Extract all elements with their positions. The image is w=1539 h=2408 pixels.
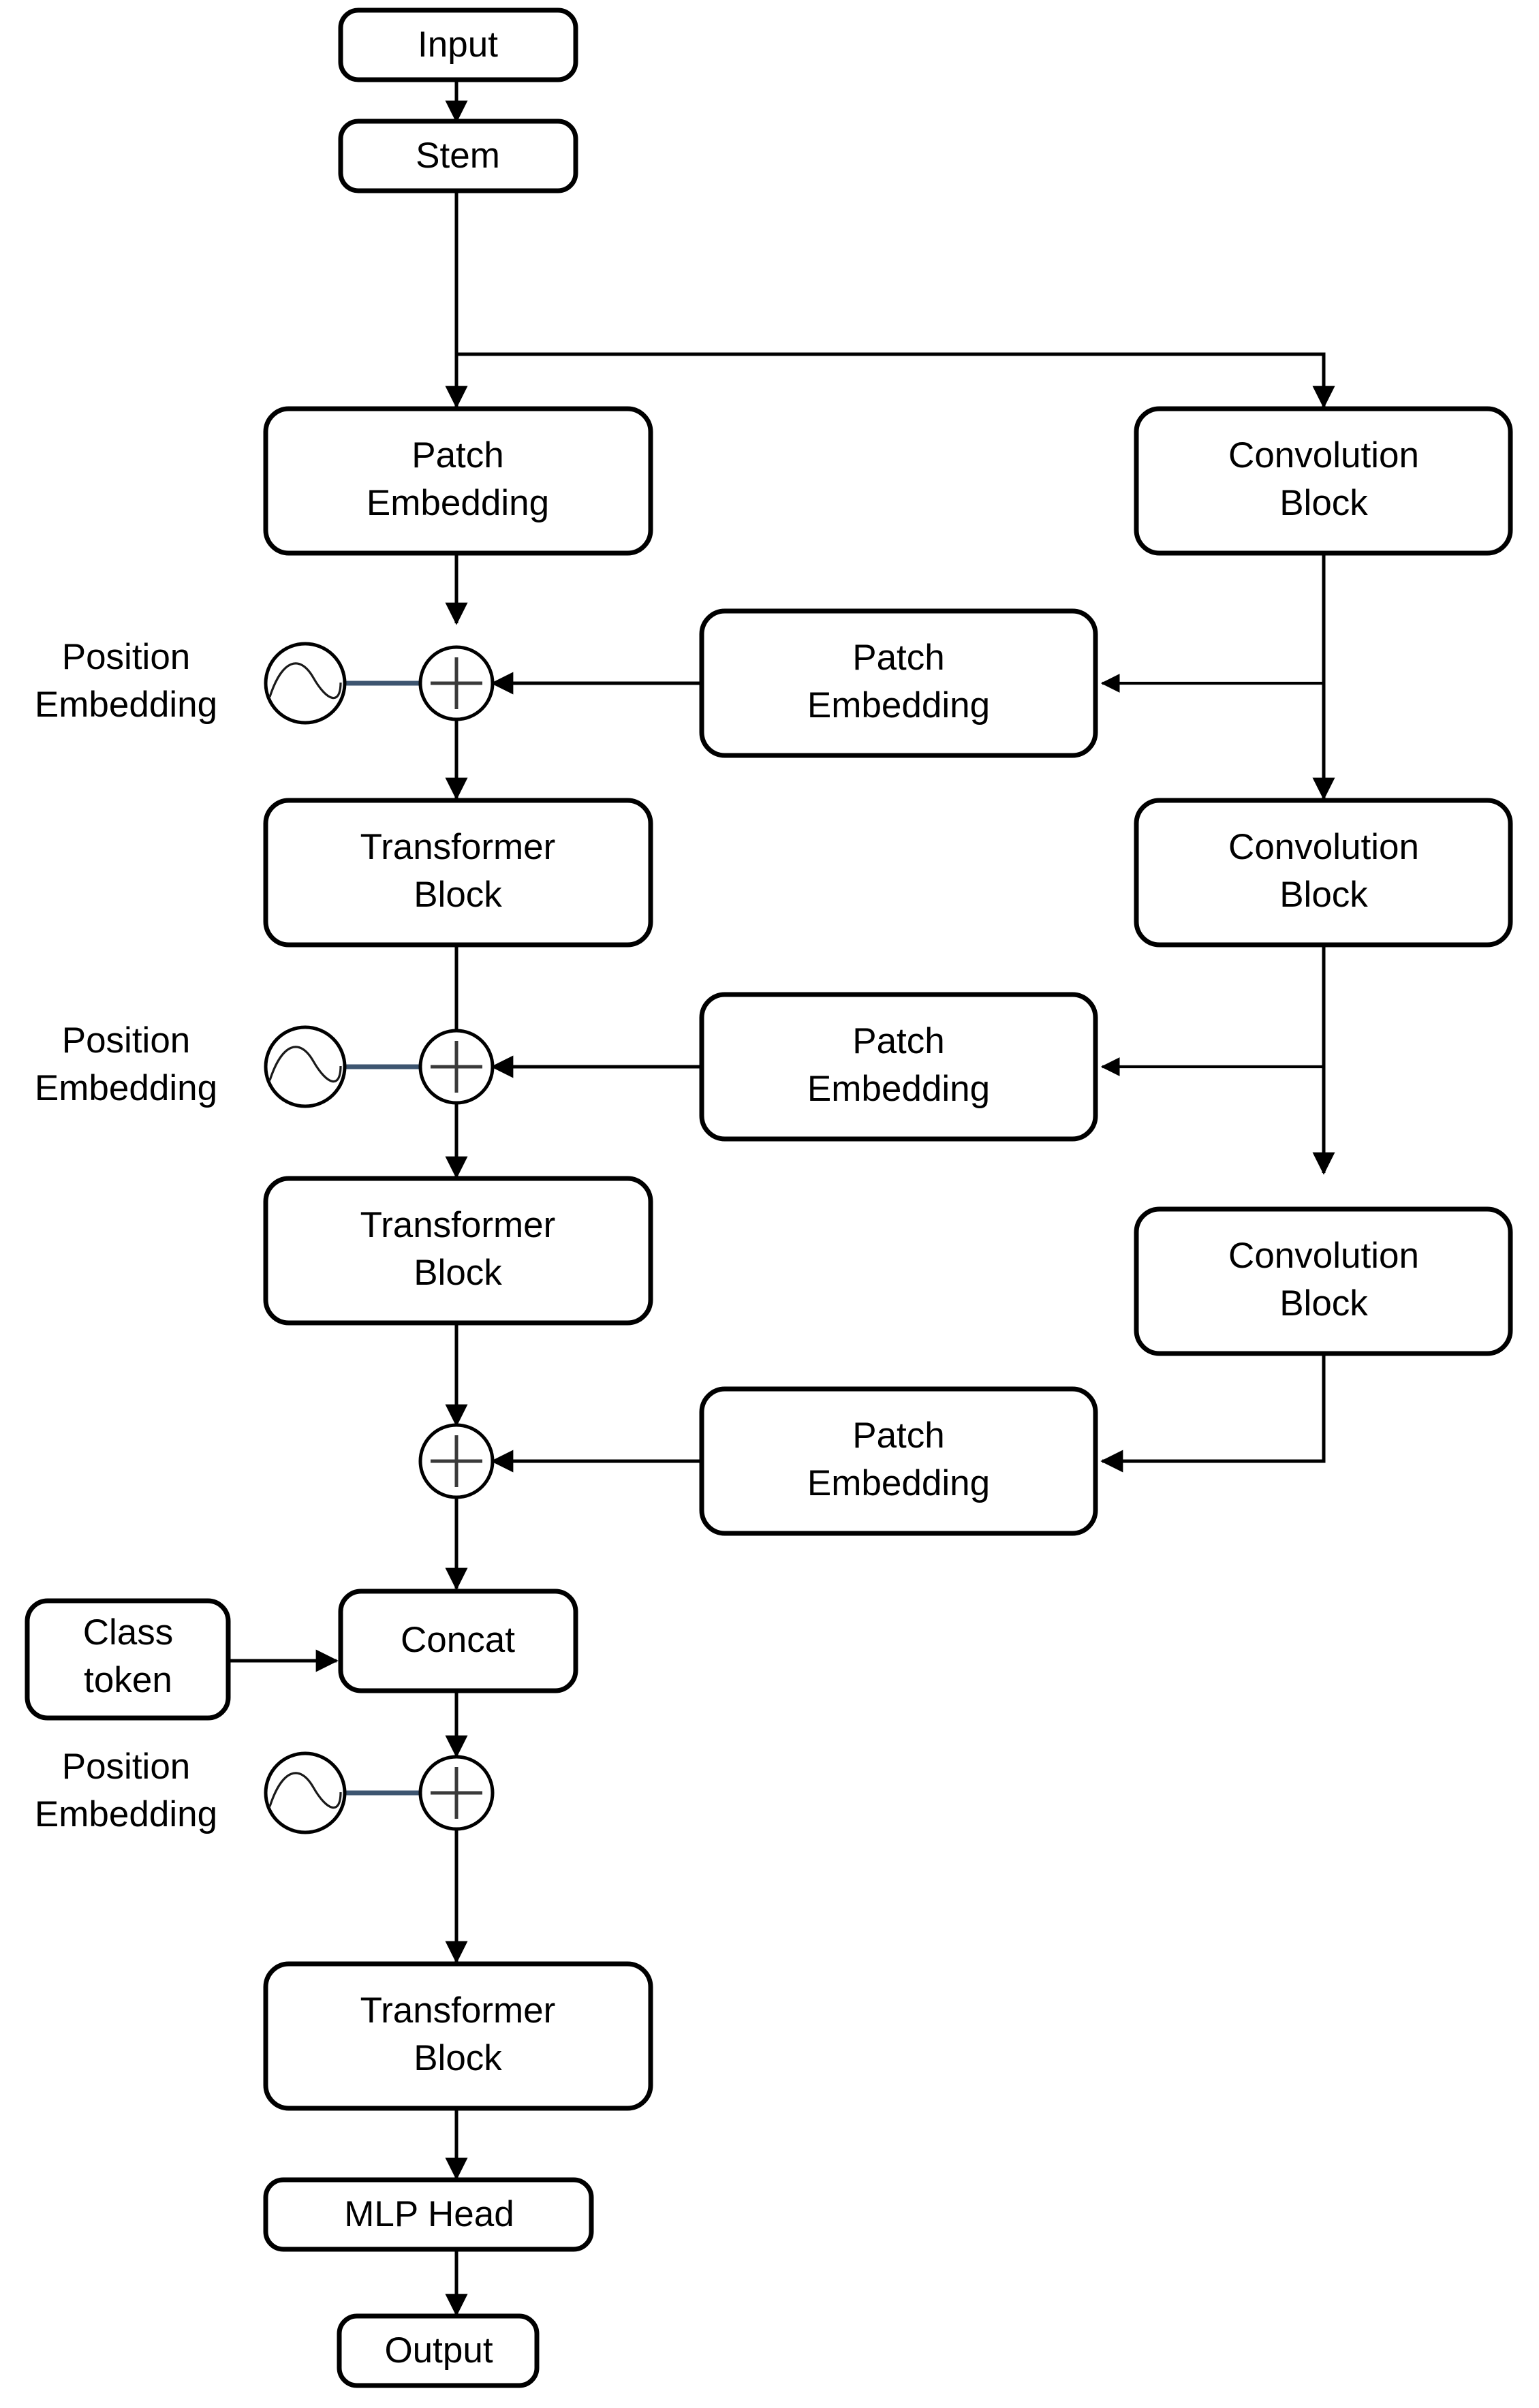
node-patch-embedding-main-label-line2: Embedding — [367, 483, 549, 523]
node-patch-embedding-branch-1-label-line1: Patch — [852, 638, 945, 678]
node-concat-label: Concat — [401, 1620, 515, 1660]
node-class-token[interactable]: Class token — [25, 1598, 231, 1721]
node-conv-block-3[interactable]: Convolution Block — [1134, 1206, 1513, 1356]
node-conv-block-2[interactable]: Convolution Block — [1134, 798, 1513, 948]
node-class-token-label-line2: token — [84, 1660, 172, 1700]
node-patch-embedding-branch-1[interactable]: Patch Embedding — [699, 608, 1098, 758]
sine-wave-icon-path — [268, 662, 342, 699]
node-input[interactable]: Input — [338, 7, 578, 82]
sine-wave-icon — [264, 642, 347, 725]
node-concat[interactable]: Concat — [338, 1589, 578, 1693]
node-patch-embedding-branch-2-box — [699, 992, 1098, 1142]
node-concat-box — [338, 1589, 578, 1693]
node-output[interactable]: Output — [337, 2313, 540, 2388]
node-transformer-block-1-box — [263, 798, 653, 948]
node-transformer-block-2-label-line1: Transformer — [360, 1205, 556, 1245]
node-transformer-block-2-box — [263, 1176, 653, 1326]
node-patch-embedding-branch-2-label-line1: Patch — [852, 1021, 945, 1061]
node-patch-embedding-main[interactable]: Patch Embedding — [263, 406, 653, 556]
position-embedding-1-label-line1: Position — [62, 637, 191, 677]
node-conv-block-3-label-line1: Convolution — [1228, 1236, 1419, 1276]
edge-stem-to-conv-block-1 — [456, 352, 1335, 409]
node-conv-block-3-box — [1134, 1206, 1513, 1356]
node-conv-block-1-box — [1134, 406, 1513, 556]
node-position-embedding-2: Position Embedding — [35, 1020, 347, 1108]
node-stem-label: Stem — [416, 136, 500, 176]
position-embedding-3-label-line2: Embedding — [35, 1794, 217, 1834]
node-conv-block-2-label-line1: Convolution — [1228, 827, 1419, 867]
node-stem[interactable]: Stem — [338, 119, 578, 193]
node-input-box — [338, 7, 578, 82]
node-mlp-head-box — [263, 2177, 594, 2252]
node-patch-embedding-branch-2[interactable]: Patch Embedding — [699, 992, 1098, 1142]
node-output-box — [337, 2313, 540, 2388]
node-transformer-block-1[interactable]: Transformer Block — [263, 798, 653, 948]
position-embedding-2-label-line1: Position — [62, 1020, 191, 1061]
node-class-token-label-line1: Class — [83, 1612, 174, 1653]
node-transformer-block-2[interactable]: Transformer Block — [263, 1176, 653, 1326]
operator-add-4 — [418, 1755, 495, 1831]
edge-conv-block-3-to-patch-embedding-branch-3 — [1100, 1352, 1326, 1473]
sine-wave-icon — [264, 1025, 347, 1108]
node-transformer-block-3-label-line1: Transformer — [360, 1990, 556, 2031]
operator-add-1 — [418, 645, 495, 721]
node-patch-embedding-branch-1-label-line2: Embedding — [807, 685, 990, 725]
node-stem-box — [338, 119, 578, 193]
node-transformer-block-1-label-line1: Transformer — [360, 827, 556, 867]
operator-add-2 — [418, 1029, 495, 1105]
position-embedding-2-label-line2: Embedding — [35, 1068, 217, 1108]
node-conv-block-2-label-line2: Block — [1279, 875, 1368, 915]
node-transformer-block-3[interactable]: Transformer Block — [263, 1961, 653, 2111]
node-patch-embedding-branch-2-label-line2: Embedding — [807, 1069, 990, 1109]
node-conv-block-3-label-line2: Block — [1279, 1283, 1368, 1324]
node-transformer-block-3-box — [263, 1961, 653, 2111]
node-conv-block-1-label-line1: Convolution — [1228, 435, 1419, 475]
node-mlp-head-label: MLP Head — [344, 2194, 514, 2234]
node-transformer-block-2-label-line2: Block — [414, 1253, 502, 1293]
sine-wave-icon-path — [268, 1046, 342, 1082]
node-conv-block-2-box — [1134, 798, 1513, 948]
node-patch-embedding-branch-1-box — [699, 608, 1098, 758]
node-conv-block-1-label-line2: Block — [1279, 483, 1368, 523]
node-mlp-head[interactable]: MLP Head — [263, 2177, 594, 2252]
node-position-embedding-3: Position Embedding — [35, 1747, 347, 1834]
node-transformer-block-1-label-line2: Block — [414, 875, 502, 915]
node-patch-embedding-branch-3-label-line1: Patch — [852, 1416, 945, 1456]
node-patch-embedding-main-box — [263, 406, 653, 556]
node-class-token-box — [25, 1598, 231, 1721]
node-patch-embedding-main-label-line1: Patch — [411, 435, 504, 475]
node-patch-embedding-branch-3[interactable]: Patch Embedding — [699, 1386, 1098, 1536]
node-transformer-block-3-label-line2: Block — [414, 2038, 502, 2078]
position-embedding-1-label-line2: Embedding — [35, 685, 217, 725]
node-patch-embedding-branch-3-label-line2: Embedding — [807, 1463, 990, 1503]
operator-add-3 — [418, 1423, 495, 1499]
node-patch-embedding-branch-3-box — [699, 1386, 1098, 1536]
node-input-label: Input — [418, 25, 498, 65]
node-output-label: Output — [384, 2330, 493, 2371]
node-conv-block-1[interactable]: Convolution Block — [1134, 406, 1513, 556]
sine-wave-icon-path — [268, 1772, 342, 1809]
position-embedding-3-label-line1: Position — [62, 1747, 191, 1787]
node-position-embedding-1: Position Embedding — [35, 637, 347, 725]
sine-wave-icon — [264, 1751, 347, 1834]
